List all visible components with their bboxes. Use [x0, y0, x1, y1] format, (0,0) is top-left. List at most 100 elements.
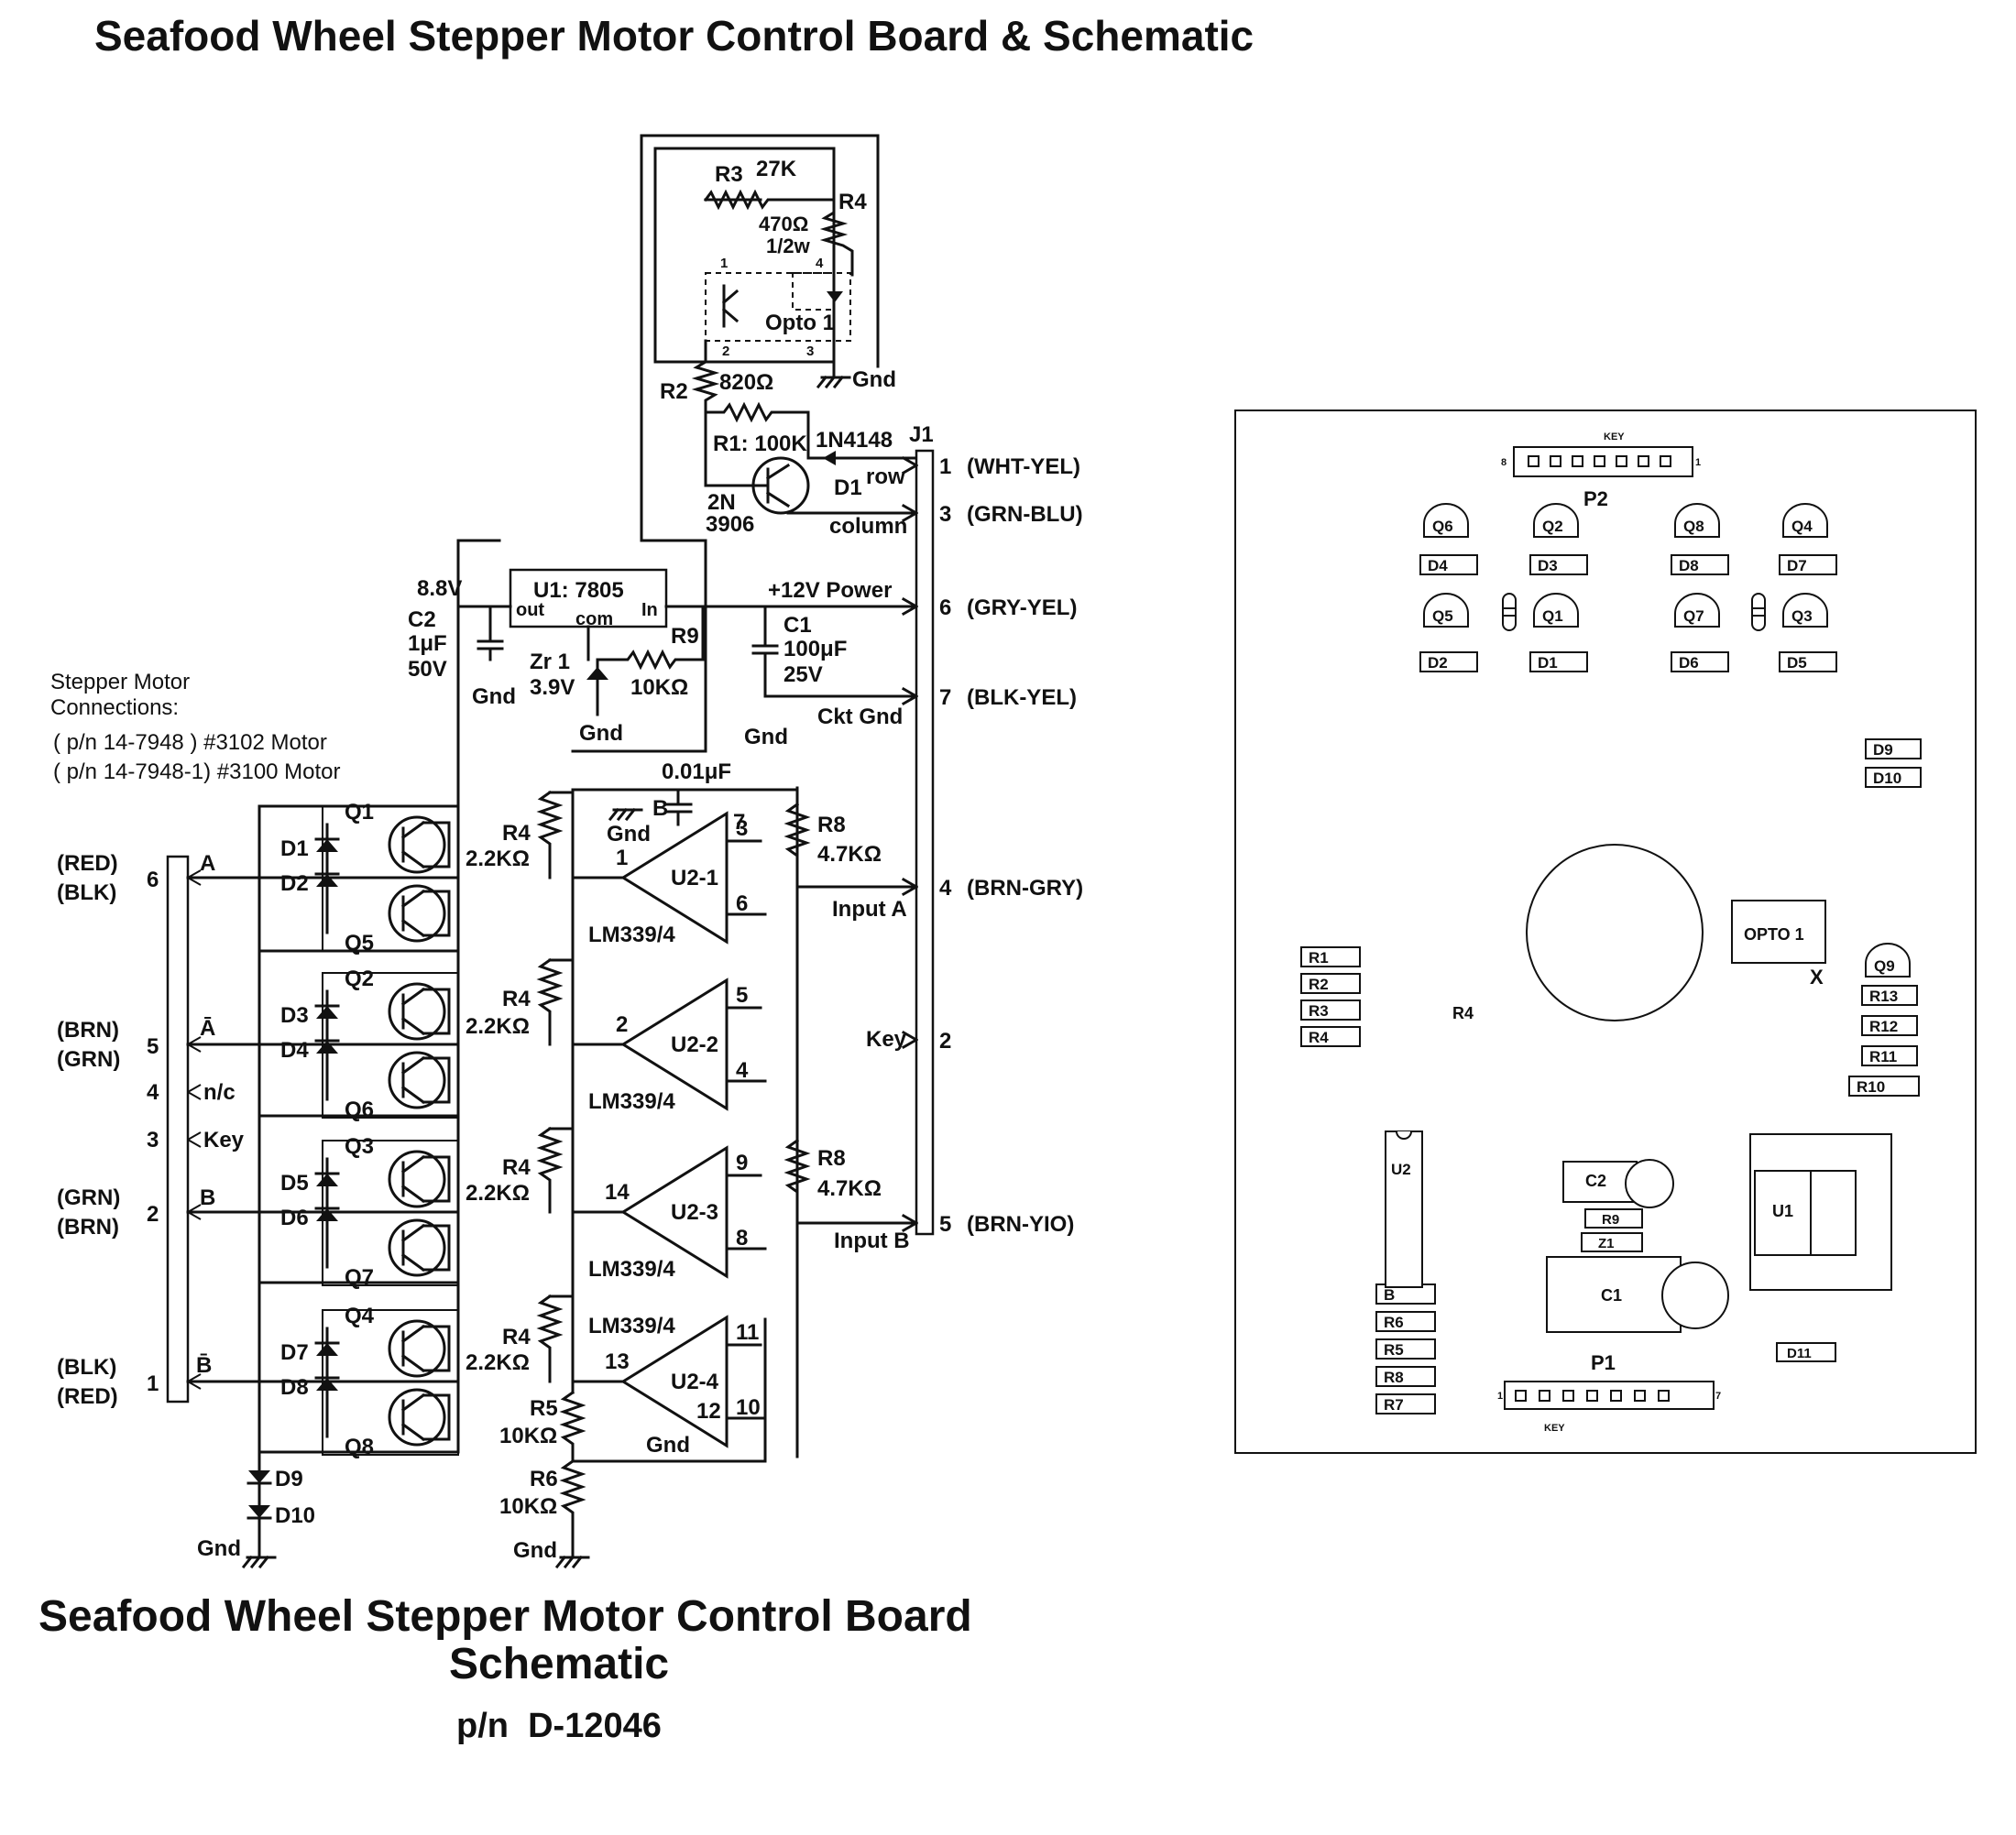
part-label: D2 — [1428, 654, 1448, 672]
signal-label: B̄ — [196, 1353, 212, 1378]
pad — [1638, 455, 1649, 467]
comparator-label: U2-1 — [671, 866, 718, 890]
part-label: D9 — [1873, 741, 1893, 759]
led-icon — [827, 291, 843, 302]
transistor-label: 3906 — [706, 512, 754, 537]
transistor-label: Q8 — [345, 1435, 374, 1459]
connector-label: P2 — [1583, 487, 1608, 510]
d11-footprint: D11 — [1776, 1342, 1836, 1362]
r6-resistor: R6 10KΩ Gnd — [499, 1458, 590, 1569]
part-label: R4 — [1452, 1004, 1474, 1022]
wire-color: (GRY-YEL) — [967, 595, 1077, 620]
motor-connector: (RED) (BLK) 6 A (BRN) (GRN) 5 Ā 4 n/c 3… — [57, 851, 245, 1409]
c1-footprint: C1 — [1546, 1256, 1729, 1333]
board-diode-top: D3 — [1529, 554, 1588, 575]
r4-big-disc: R4 — [1452, 844, 1704, 1022]
gnd-label: Gnd — [197, 1536, 241, 1561]
resistor-label: R8 — [817, 813, 846, 837]
resistor-label: R8 — [817, 1146, 846, 1171]
key-label: KEY — [1544, 1423, 1565, 1434]
motor-pin-1: (BLK) (RED) 1 B̄ — [57, 1353, 212, 1409]
pin-label: 14 — [605, 1180, 630, 1205]
pin-number: 1 — [147, 1371, 159, 1396]
transistor-label: Q7 — [345, 1265, 374, 1290]
pad — [1562, 1390, 1574, 1402]
part-number: p/n D-12046 — [456, 1707, 662, 1745]
j1-pin-6: 6(GRY-YEL)+12V Power — [768, 578, 1077, 620]
resistor-label: R4 — [838, 190, 867, 214]
j1-label: J1 — [909, 422, 934, 447]
pin-number: 4 — [939, 876, 952, 901]
net-label: Input A — [832, 897, 907, 922]
comparator-label: U2-3 — [671, 1200, 718, 1225]
transistor-icon — [388, 1150, 451, 1208]
motor-pin-6: (RED) (BLK) 6 A — [57, 851, 215, 905]
regulator-label: U1: 7805 — [533, 578, 624, 603]
j1-pin-7: 7(BLK-YEL)Ckt Gnd — [817, 685, 1077, 729]
caption-line-2: Schematic — [449, 1640, 669, 1688]
wire-color: (BRN-GRY) — [967, 876, 1083, 901]
part-label: X — [1810, 966, 1824, 988]
connector-label: P1 — [1591, 1351, 1616, 1374]
board-resistor-left: R3 — [1300, 999, 1361, 1021]
zener-label: Zr 1 — [530, 650, 570, 674]
part-label: D1 — [1538, 654, 1558, 672]
transistor-label: 2N — [707, 490, 736, 515]
j1-pin-4: 4 (BRN-GRY) Input A — [795, 876, 1083, 922]
d9-diode-icon — [248, 1470, 270, 1483]
pin-label: 4 — [736, 1058, 749, 1083]
part-label: Q5 — [1432, 607, 1453, 625]
part-label: D10 — [1873, 770, 1901, 787]
pin-arrow — [187, 1084, 202, 1100]
key-label: KEY — [1604, 431, 1625, 442]
page-title: Seafood Wheel Stepper Motor Control Boar… — [94, 12, 1254, 60]
j1-connector-body — [915, 449, 935, 1236]
resistor-value: 10KΩ — [499, 1424, 557, 1448]
cap-value: 1μF — [408, 631, 447, 656]
resistor-value: 27K — [756, 157, 797, 181]
part-label: U1 — [1772, 1202, 1793, 1220]
opto-label: Opto 1 — [765, 311, 835, 335]
resistor-label: R2 — [660, 379, 688, 404]
board-resistor-bottom: R6 — [1375, 1311, 1436, 1332]
u1-regulator: U1: 7805 out com In 8.8V — [417, 568, 668, 629]
board-resistor-bottom: R8 — [1375, 1366, 1436, 1387]
p2-connector: KEY 8 1 P2 — [1501, 431, 1701, 510]
pin-label: 11 — [736, 1320, 759, 1345]
small-capacitor-icon — [1502, 593, 1517, 631]
cap-label: B — [652, 796, 668, 821]
board-resistor-right: R12 — [1861, 1015, 1918, 1036]
pad — [1528, 455, 1539, 467]
transistor-icon — [388, 1051, 451, 1109]
wire-color: (BRN-YIO) — [967, 1212, 1074, 1237]
wire-color-bottom: (GRN) — [57, 1047, 120, 1072]
board-transistor-mid: Q7 — [1674, 593, 1720, 628]
resistor-value: 10KΩ — [499, 1494, 557, 1519]
regulator-pin: com — [575, 609, 613, 629]
resistor-label: R4 — [502, 821, 531, 846]
part-label: R8 — [1384, 1369, 1404, 1386]
pad — [1616, 455, 1627, 467]
pin-label: 9 — [736, 1151, 748, 1175]
resistor-value: 1/2w — [766, 235, 811, 257]
pin-label: 5 — [736, 983, 748, 1008]
resistor-label: R6 — [530, 1467, 558, 1491]
opto-circuit: R3 27K R4 470Ω 1/2w Opto 1 1 4 2 3 R2 82… — [408, 134, 921, 808]
j1-connector: J1 — [909, 422, 935, 1236]
board-transistor-top: Q2 — [1533, 503, 1579, 538]
part-label: R10 — [1857, 1078, 1885, 1096]
d9-label: D9 — [275, 1467, 303, 1491]
board-resistor-left: R1 — [1300, 946, 1361, 967]
pad — [1586, 1390, 1598, 1402]
diode-label: D6 — [280, 1206, 309, 1230]
pin-number: 5 — [147, 1034, 159, 1059]
part-label: R11 — [1869, 1048, 1897, 1065]
pad — [1515, 1390, 1527, 1402]
resistor-value: 820Ω — [719, 370, 773, 395]
diode-label: D8 — [280, 1375, 309, 1400]
voltage-label: 8.8V — [417, 576, 462, 601]
cap-label: C2 — [408, 607, 436, 632]
pad — [1660, 455, 1671, 467]
